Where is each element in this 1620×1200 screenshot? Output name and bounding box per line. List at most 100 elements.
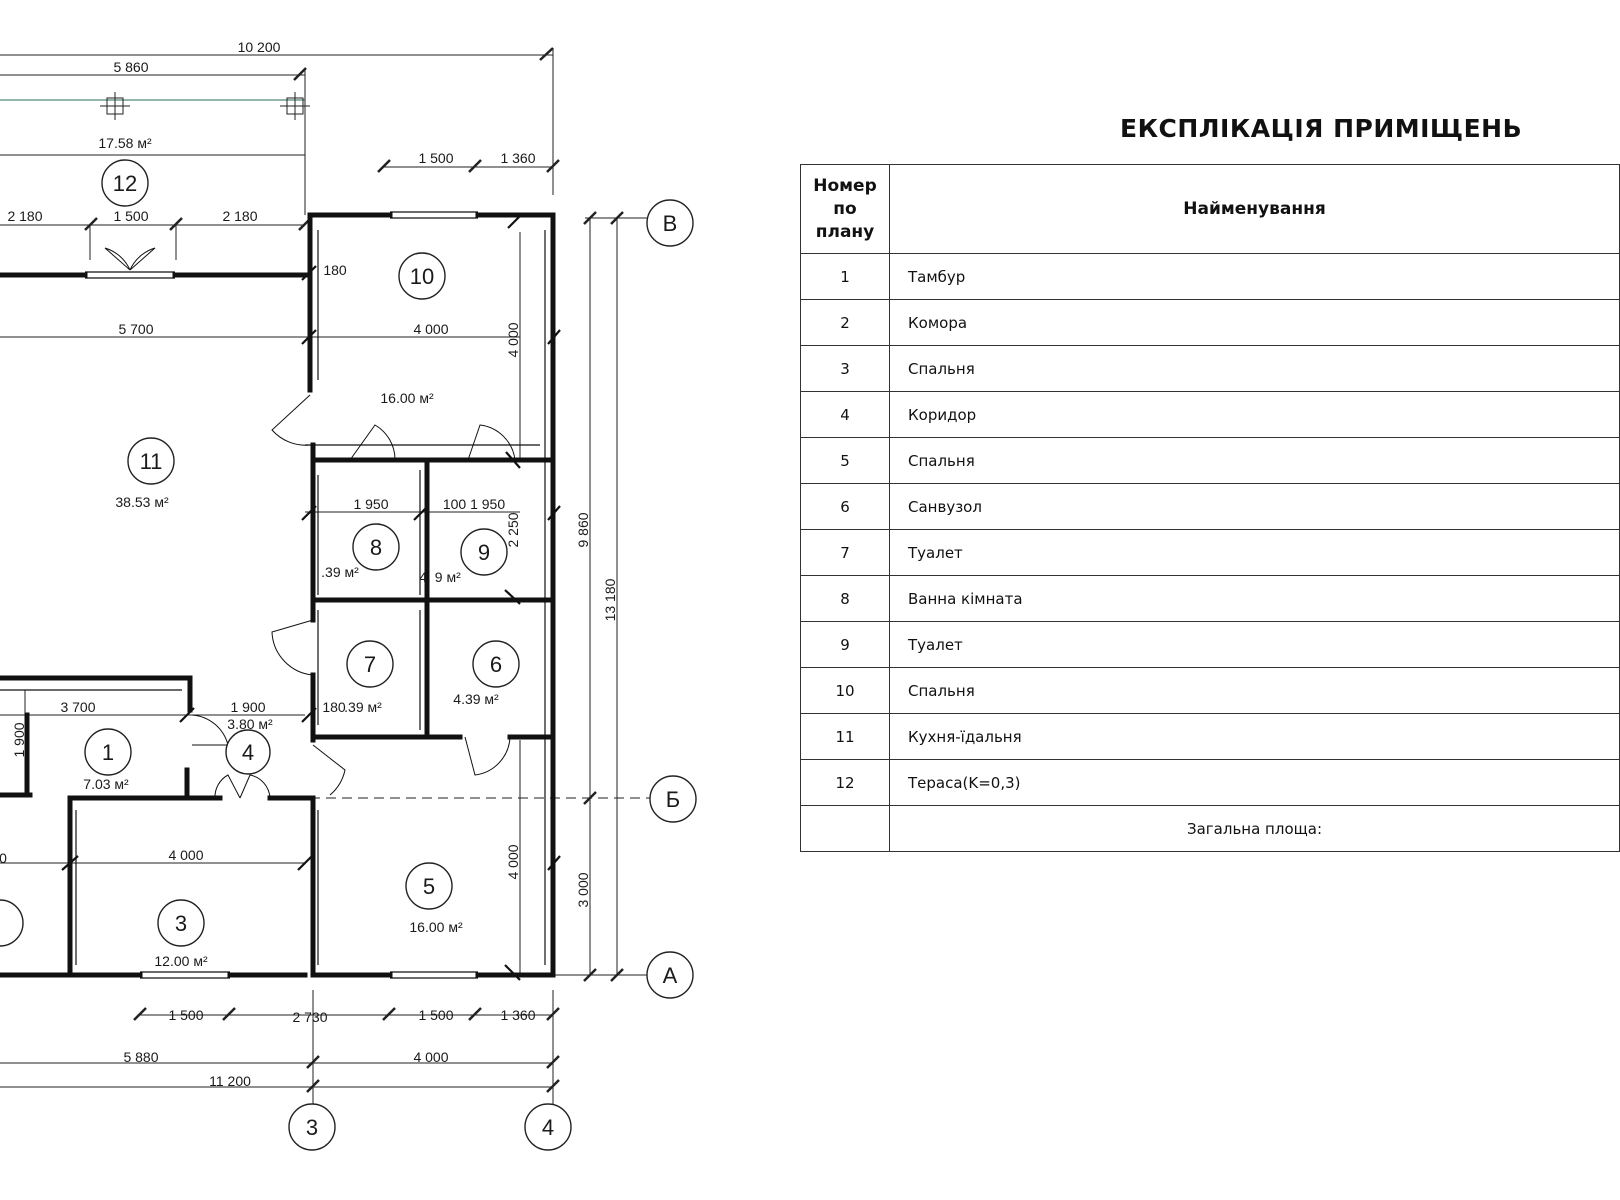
dim-4000-b: 4 000 <box>168 847 203 863</box>
room-number-11: 11 <box>140 449 163 474</box>
dim-1360-top: 1 360 <box>500 150 535 166</box>
area-9: 4. 9 м² <box>419 569 461 585</box>
dim-b-1360: 1 360 <box>500 1007 535 1023</box>
area-7: .39 м² <box>344 699 382 715</box>
dim-1500-a: 1 500 <box>113 208 148 224</box>
dim-b-1500-a: 1 500 <box>168 1007 203 1023</box>
room-number-4: 4 <box>242 740 254 765</box>
dim-2180-b: 2 180 <box>222 208 257 224</box>
row-name: Кухня-їдальня <box>889 713 1620 760</box>
row-number: 9 <box>800 621 890 668</box>
room-number-7: 7 <box>364 652 376 677</box>
dim-3700: 3 700 <box>60 699 95 715</box>
row-name: Коридор <box>889 391 1620 438</box>
row-number: 2 <box>800 299 890 346</box>
table-header-row: Номер по плану Найменування <box>800 164 1620 254</box>
dim-1950-a: 1 950 <box>353 496 388 512</box>
axis-label-4: 4 <box>542 1115 554 1140</box>
dim-4000-a: 4 000 <box>413 321 448 337</box>
dim-b-1500-b: 1 500 <box>418 1007 453 1023</box>
table-total-row: Загальна площа: <box>800 805 1620 852</box>
header-name: Найменування <box>889 164 1620 254</box>
row-number: 1 <box>800 253 890 300</box>
header-number-line-1: Номер <box>813 175 877 196</box>
dim-180-a: 180 <box>323 262 347 278</box>
dim-2250: 2 250 <box>505 512 521 547</box>
row-number: 5 <box>800 437 890 484</box>
dim-b-11200: 11 200 <box>209 1073 251 1089</box>
room-number-3: 3 <box>175 911 187 936</box>
row-name: Туалет <box>889 529 1620 576</box>
explication-title: ЕКСПЛІКАЦІЯ ПРИМІЩЕНЬ <box>1120 114 1523 143</box>
area-cut: 0 <box>0 850 7 866</box>
area-1: 7.03 м² <box>83 776 129 792</box>
area-12: 17.58 м² <box>98 135 152 151</box>
dim-1900-v: 1 900 <box>11 722 27 757</box>
room-number-5: 5 <box>423 874 435 899</box>
total-label: Загальна площа: <box>889 805 1620 852</box>
row-name: Спальня <box>889 667 1620 714</box>
dim-1500-top: 1 500 <box>418 150 453 166</box>
room-number-8: 8 <box>370 535 382 560</box>
row-name: Комора <box>889 299 1620 346</box>
dim-9860: 9 860 <box>575 512 591 547</box>
row-number: 12 <box>800 759 890 806</box>
axis-label-b: Б <box>666 787 680 812</box>
room-number-12: 12 <box>113 171 137 196</box>
area-11: 38.53 м² <box>115 494 169 510</box>
row-name: Ванна кімната <box>889 575 1620 622</box>
dim-b-5880: 5 880 <box>123 1049 158 1065</box>
dim-3000: 3 000 <box>575 872 591 907</box>
row-number: 4 <box>800 391 890 438</box>
dim-2180-a: 2 180 <box>7 208 42 224</box>
dim-4000-v-a: 4 000 <box>505 322 521 357</box>
area-4: 3.80 м² <box>227 716 273 732</box>
area-5: 16.00 м² <box>409 919 463 935</box>
dim-b-2730: 2 730 <box>292 1009 327 1025</box>
dim-13180: 13 180 <box>602 578 618 621</box>
row-number: 7 <box>800 529 890 576</box>
row-name: Спальня <box>889 437 1620 484</box>
row-name: Спальня <box>889 345 1620 392</box>
row-name: Санвузол <box>889 483 1620 530</box>
row-number: 10 <box>800 667 890 714</box>
room-number-6: 6 <box>490 652 502 677</box>
row-number: 8 <box>800 575 890 622</box>
row-number: 11 <box>800 713 890 760</box>
dim-b-4000: 4 000 <box>413 1049 448 1065</box>
room-number-10: 10 <box>410 264 434 289</box>
row-name: Тераса(K=0,3) <box>889 759 1620 806</box>
total-empty-cell <box>800 805 890 852</box>
dim-4000-v-b: 4 000 <box>505 844 521 879</box>
dim-5860: 5 860 <box>113 59 148 75</box>
row-number: 3 <box>800 345 890 392</box>
room-number-9: 9 <box>478 540 490 565</box>
floor-plan: 12 10 11 8 9 7 6 1 4 5 3 В Б А 3 4 17.58… <box>0 39 697 1151</box>
area-10: 16.00 м² <box>380 390 434 406</box>
dim-5700: 5 700 <box>118 321 153 337</box>
area-8: .39 м² <box>321 564 359 580</box>
axis-label-3: 3 <box>306 1115 318 1140</box>
room-number-1: 1 <box>102 740 114 765</box>
area-6: 4.39 м² <box>453 691 499 707</box>
row-number: 6 <box>800 483 890 530</box>
header-number: Номер по плану <box>800 164 890 254</box>
axis-label-a: А <box>663 963 678 988</box>
header-number-line-2: по <box>833 198 857 219</box>
dim-180-b: 180 <box>322 699 346 715</box>
axis-label-v: В <box>663 211 678 236</box>
dim-10200: 10 200 <box>238 39 281 55</box>
row-name: Тамбур <box>889 253 1620 300</box>
area-3: 12.00 м² <box>154 953 208 969</box>
